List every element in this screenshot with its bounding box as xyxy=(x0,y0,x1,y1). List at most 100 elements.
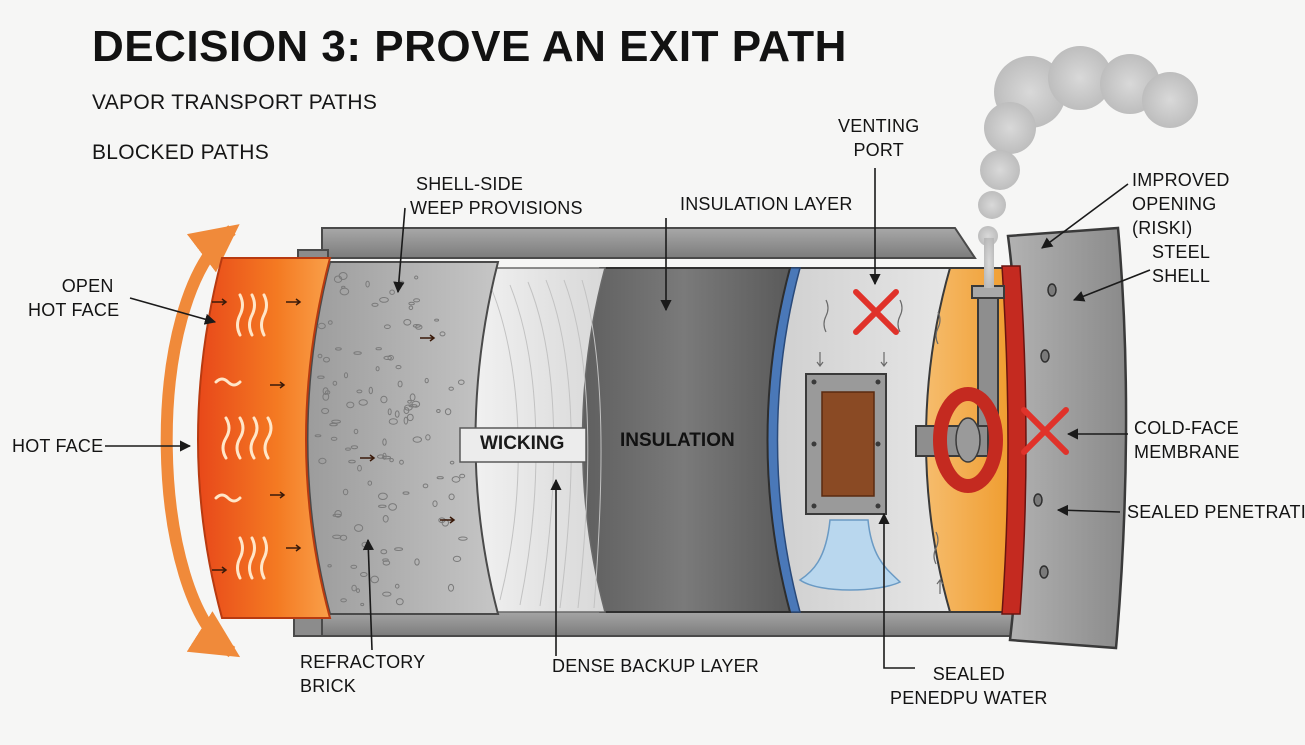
brick-speckle xyxy=(378,504,387,508)
label-line: VENTING xyxy=(838,116,920,136)
brick-speckle xyxy=(370,575,380,584)
brick-speckle xyxy=(350,564,358,569)
brick-speckle xyxy=(371,302,379,307)
red-x-icon xyxy=(853,289,1069,455)
brick-speckle xyxy=(388,418,398,425)
brick-speckle xyxy=(387,354,394,361)
label-improved-opening: IMPROVED OPENING (RISKI) xyxy=(1132,168,1230,240)
brick-speckle xyxy=(452,555,462,563)
rust-patch xyxy=(821,391,875,497)
label-line: MEMBRANE xyxy=(1134,442,1240,462)
label-line: OPEN xyxy=(61,276,114,296)
brick-speckle xyxy=(375,366,380,372)
label-refractory-brick: REFRACTORY BRICK xyxy=(300,650,425,698)
brick-speckle xyxy=(360,572,368,577)
heat-wave-icon xyxy=(214,293,273,580)
brick-speckle xyxy=(395,365,402,370)
brick-speckle xyxy=(408,305,414,311)
label-line: OPENING xyxy=(1132,194,1217,214)
label-venting-port: VENTING PORT xyxy=(838,114,919,162)
brick-speckle xyxy=(330,436,338,441)
brick-speckle xyxy=(434,318,440,322)
label-shell-side-weep: SHELL-SIDE WEEP PROVISIONS xyxy=(410,172,583,220)
brick-speckle xyxy=(448,493,455,501)
brick-speckle xyxy=(458,379,465,385)
brick-speckle xyxy=(379,297,389,303)
label-line: PENEDPU WATER xyxy=(890,688,1048,708)
brick-speckle xyxy=(327,564,332,568)
brick-speckle xyxy=(397,380,403,388)
water-puddle-icon xyxy=(798,519,902,591)
brick-speckle xyxy=(409,393,416,402)
brick-speckle xyxy=(333,275,343,283)
brick-speckle xyxy=(449,460,455,465)
brick-speckle xyxy=(317,375,325,379)
leader-lines xyxy=(105,168,1151,669)
brick-speckle xyxy=(342,488,349,496)
brick-speckle xyxy=(436,409,441,413)
label-steel-shell: STEEL SHELL xyxy=(1152,240,1210,288)
label-line: BRICK xyxy=(300,676,357,696)
brick-speckle xyxy=(394,547,404,551)
brick-speckle xyxy=(378,492,388,500)
brick-speckle xyxy=(314,434,322,438)
label-insulation: INSULATION xyxy=(620,430,735,451)
brick-speckle xyxy=(412,324,421,328)
brick-speckle xyxy=(395,598,404,606)
label-line: SHELL-SIDE xyxy=(416,174,524,194)
brick-speckle xyxy=(354,524,364,532)
brick-speckle xyxy=(439,331,446,337)
brick-speckle xyxy=(382,438,387,446)
brick-speckle xyxy=(382,560,391,566)
label-cold-face-membrane: COLD-FACE MEMBRANE xyxy=(1134,416,1240,464)
brick-speckle xyxy=(383,355,393,360)
brick-speckle xyxy=(389,458,394,463)
brick-speckle xyxy=(350,445,359,450)
brick-speckle xyxy=(321,407,330,415)
brick-speckle xyxy=(346,401,355,409)
brick-speckle xyxy=(375,347,382,351)
brick-texture xyxy=(314,272,468,607)
label-line: SEALED xyxy=(932,664,1005,684)
brick-speckle xyxy=(425,434,431,441)
brick-speckle xyxy=(407,399,412,404)
brick-speckle xyxy=(380,395,388,404)
brick-speckle xyxy=(414,275,419,280)
brick-speckle xyxy=(432,500,438,508)
brick-speckle xyxy=(365,280,370,288)
brick-speckle xyxy=(399,459,404,465)
subtitle-blocked-paths: BLOCKED PATHS xyxy=(92,141,269,164)
brick-speckle xyxy=(335,347,342,351)
brick-speckle xyxy=(356,588,360,593)
label-wicking: WICKING xyxy=(480,433,565,454)
brick-speckle xyxy=(382,452,387,460)
shell-holes xyxy=(1033,283,1057,579)
brick-speckle xyxy=(356,389,363,394)
brick-speckle xyxy=(382,515,389,523)
brick-speckle xyxy=(448,386,454,391)
small-flow-arrows xyxy=(212,298,456,574)
brick-speckle xyxy=(387,408,392,416)
brick-speckle xyxy=(360,602,365,607)
brick-speckle xyxy=(339,534,348,541)
brick-speckle xyxy=(382,558,389,562)
label-line: HOT FACE xyxy=(28,300,120,320)
brick-speckle xyxy=(459,473,466,479)
steam-cloud-icon xyxy=(978,46,1198,288)
brick-speckle xyxy=(343,372,349,379)
label-line: (RISKI) xyxy=(1132,218,1193,238)
label-sealed-water: SEALED PENEDPU WATER xyxy=(890,662,1048,710)
brick-speckle xyxy=(353,428,359,435)
brick-speckle xyxy=(436,476,444,480)
label-line: REFRACTORY xyxy=(300,652,426,672)
brick-speckle xyxy=(318,457,327,465)
brick-speckle xyxy=(332,380,338,386)
brick-speckle xyxy=(414,558,420,566)
brick-speckle xyxy=(403,319,412,326)
wicking-band xyxy=(459,427,587,463)
top-steel-plate xyxy=(321,227,977,259)
brick-speckle xyxy=(331,419,342,424)
brick-speckle xyxy=(422,483,429,489)
brick-speckle xyxy=(322,387,329,396)
